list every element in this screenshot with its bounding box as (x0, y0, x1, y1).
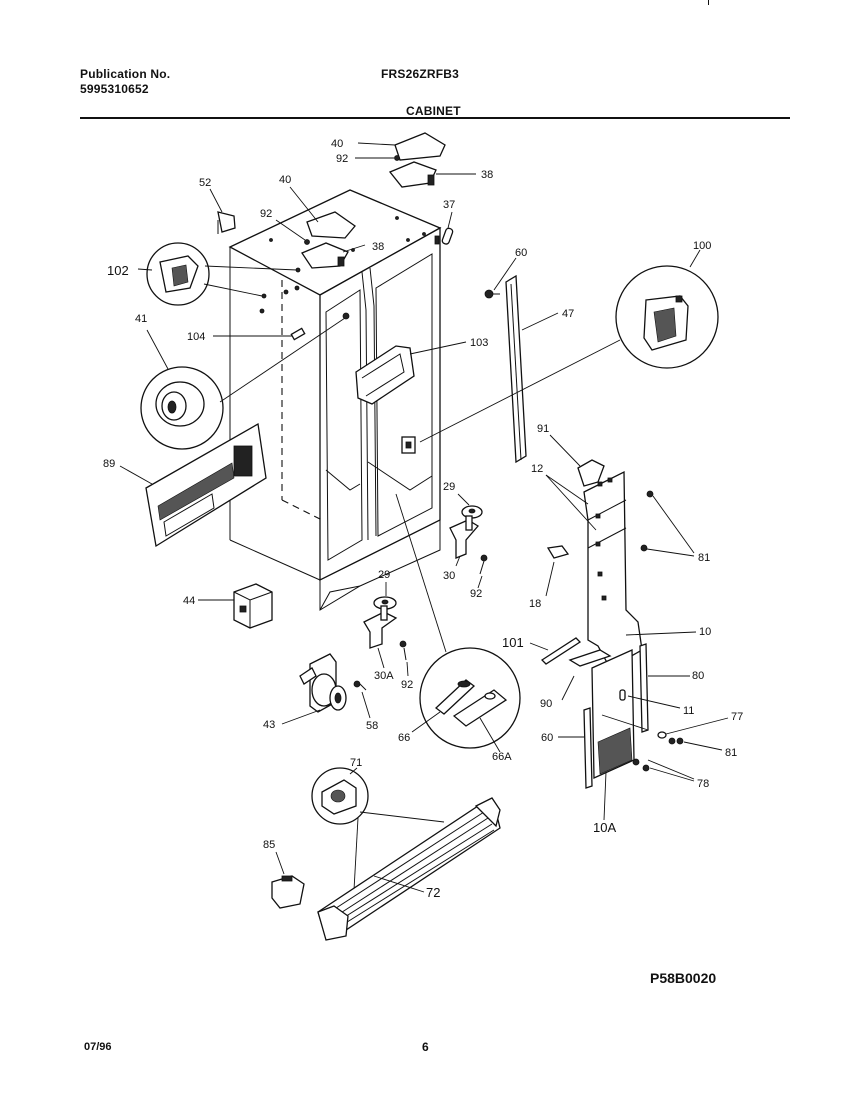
part-81-screws-upper (640, 490, 695, 557)
detail-66-callout (395, 493, 521, 753)
part-92-lower-screw (399, 640, 409, 677)
publication-number: 5995310652 (80, 82, 149, 96)
label-92: 92 (260, 208, 272, 220)
publication-label: Publication No. (80, 67, 171, 81)
label-71: 71 (350, 757, 362, 769)
detail-71-callout (311, 767, 445, 891)
label-81-lower: 81 (725, 747, 737, 759)
footer-page-number: 6 (422, 1040, 429, 1054)
part-18 (545, 545, 570, 597)
part-30-bracket (449, 515, 479, 567)
label-92-top: 92 (336, 153, 348, 165)
label-92-mid: 92 (470, 588, 482, 600)
label-104: 104 (187, 331, 205, 343)
section-title: CABINET (406, 104, 461, 118)
part-77-81-78-fasteners (632, 717, 729, 782)
part-29-washer (457, 493, 483, 519)
detail-41-callout (140, 312, 350, 450)
label-58: 58 (366, 720, 378, 732)
part-10A-panel (591, 649, 681, 821)
top-hinge-assembly (355, 132, 476, 188)
part-103-handle (355, 341, 467, 405)
label-102: 102 (107, 263, 129, 278)
label-92-lower: 92 (401, 679, 413, 691)
part-29-lower-washer (373, 582, 397, 610)
corner-tick (708, 0, 709, 5)
label-90: 90 (540, 698, 552, 710)
label-101: 101 (502, 635, 524, 650)
label-37: 37 (443, 199, 455, 211)
label-41: 41 (135, 313, 147, 325)
part-44-box (198, 583, 273, 629)
model-number: FRS26ZRFB3 (381, 67, 460, 81)
part-10-bracket (545, 470, 697, 669)
cabinet-shell (228, 189, 442, 611)
part-92-screw (477, 554, 488, 589)
footer-date: 07/96 (84, 1041, 112, 1053)
label-80: 80 (692, 670, 704, 682)
label-66: 66 (398, 732, 410, 744)
label-18: 18 (529, 598, 541, 610)
label-11: 11 (683, 705, 694, 717)
label-29-lower: 29 (378, 569, 390, 581)
label-85: 85 (263, 839, 275, 851)
label-77: 77 (731, 711, 743, 723)
part-101-rod (529, 637, 582, 665)
part-91-bracket (549, 434, 605, 487)
cabinet-hinge-assembly (275, 186, 366, 295)
detail-100-callout (401, 249, 719, 454)
label-72: 72 (426, 885, 440, 900)
label-66A: 66A (492, 751, 512, 763)
label-12: 12 (531, 463, 543, 475)
part-52-fastener (209, 188, 236, 234)
label-100: 100 (693, 240, 711, 252)
label-10A: 10A (593, 820, 616, 835)
label-40: 40 (279, 174, 291, 186)
label-81-upper: 81 (698, 552, 710, 564)
label-47: 47 (562, 308, 574, 320)
part-47-rail (505, 274, 559, 464)
label-40-top: 40 (331, 138, 343, 150)
label-30: 30 (443, 570, 455, 582)
label-52: 52 (199, 177, 211, 189)
part-104 (213, 327, 306, 341)
label-44: 44 (183, 595, 195, 607)
part-72-grille (317, 797, 501, 941)
label-29-upper: 29 (443, 481, 455, 493)
label-103: 103 (470, 337, 488, 349)
label-89: 89 (103, 458, 115, 470)
label-60-lower: 60 (541, 732, 553, 744)
label-10: 10 (699, 626, 711, 638)
drawing-code: P58B0020 (650, 970, 717, 986)
part-89-panel (119, 422, 267, 548)
label-91: 91 (537, 423, 549, 435)
part-37 (441, 211, 454, 245)
label-38-top: 38 (481, 169, 493, 181)
part-90 (561, 649, 612, 701)
label-43: 43 (263, 719, 275, 731)
part-58-screw (353, 680, 371, 719)
detail-102-callout (137, 242, 298, 314)
header-rule (80, 117, 790, 119)
part-43-motor (281, 653, 347, 725)
label-30A: 30A (374, 670, 394, 682)
label-60-top: 60 (515, 247, 527, 259)
label-38: 38 (372, 241, 384, 253)
part-85 (271, 851, 305, 909)
part-60-screw (484, 257, 517, 299)
label-78: 78 (697, 778, 709, 790)
part-30A-bracket (363, 605, 398, 669)
